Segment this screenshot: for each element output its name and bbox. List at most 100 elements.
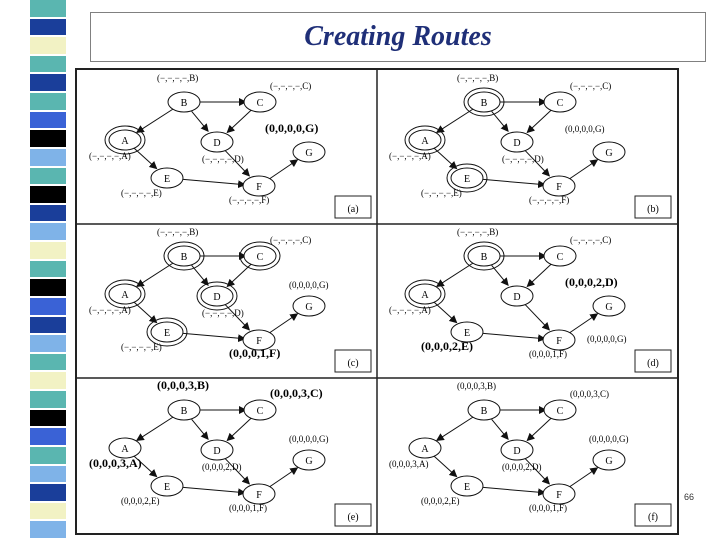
edge-E-F xyxy=(478,486,547,497)
node-G xyxy=(592,449,626,471)
route-label: (0,0,0,2,D) xyxy=(565,275,618,289)
route-label: (−,−,−,−,B) xyxy=(157,227,198,237)
node-A-outer-ring xyxy=(104,125,146,155)
node-B xyxy=(167,399,201,421)
title-box: Creating Routes xyxy=(90,12,706,62)
node-D-label: D xyxy=(213,446,220,457)
edge-E-F xyxy=(478,178,547,189)
route-label: (−,−,−,−,D) xyxy=(202,154,244,164)
strip-square xyxy=(30,391,66,408)
node-D-label: D xyxy=(513,446,520,457)
route-label: (−,−,−,−,A) xyxy=(389,151,431,161)
edge-B-D xyxy=(491,110,509,132)
panel-tag: (f) xyxy=(648,512,658,523)
route-label: (0,0,0,2,E) xyxy=(121,496,160,506)
node-F xyxy=(242,329,276,351)
routes-figure: A B C D E F G (−,−,−,−,B) (−,−,−,−,C) (0,0,0,0,G)… xyxy=(75,68,679,535)
node-F xyxy=(542,483,576,505)
node-C xyxy=(543,399,577,421)
route-label: (−,−,−,−,D) xyxy=(202,308,244,318)
node-C-label: C xyxy=(257,406,264,417)
route-label: (0,0,0,0,G) xyxy=(589,434,629,444)
strip-square xyxy=(30,167,66,185)
node-D xyxy=(500,285,534,307)
node-A xyxy=(408,437,442,459)
edge-C-D xyxy=(226,417,252,442)
node-F-label: F xyxy=(256,490,262,501)
strip-square xyxy=(30,111,66,129)
route-label: (0,0,0,1,F) xyxy=(529,349,567,359)
edge-D-F xyxy=(224,150,251,177)
strip-square xyxy=(30,502,66,520)
route-label: (−,−,−,−,C) xyxy=(270,235,311,245)
route-label: (−,−,−,−,D) xyxy=(502,154,544,164)
edge-B-A xyxy=(435,262,475,287)
strip-square xyxy=(30,0,66,17)
node-E xyxy=(450,321,484,343)
panel-tag-box xyxy=(334,195,372,219)
node-A xyxy=(108,437,142,459)
strip-square xyxy=(30,521,66,538)
edge-A-E xyxy=(133,455,158,478)
panel-tag: (b) xyxy=(647,204,659,215)
node-D xyxy=(200,439,234,461)
edge-C-D xyxy=(526,263,552,288)
edge-B-D xyxy=(191,110,209,132)
routes-diagram: A B C D E F G (−,−,−,−,B) (−,−,−,−,C) (0,0,0,0,G)… xyxy=(77,70,677,533)
node-B xyxy=(167,245,201,267)
edge-D-F xyxy=(224,304,251,331)
node-B-label: B xyxy=(481,406,488,417)
node-D-label: D xyxy=(213,138,220,149)
strip-square xyxy=(30,93,66,110)
route-label: (−,−,−,−,E) xyxy=(121,188,162,198)
route-label: (0,0,0,3,A) xyxy=(389,459,429,469)
node-A xyxy=(408,283,442,305)
node-B xyxy=(467,245,501,267)
node-G-label: G xyxy=(305,148,312,159)
route-label: (−,−,−,−,F) xyxy=(229,195,269,205)
route-label: (−,−,−,−,F) xyxy=(529,195,569,205)
edge-D-F xyxy=(524,304,551,331)
route-label: (−,−,−,−,A) xyxy=(389,305,431,315)
strip-square xyxy=(30,297,66,315)
panel-tag-box xyxy=(634,195,672,219)
edge-D-F xyxy=(524,458,551,485)
strip-square xyxy=(30,186,66,203)
route-label: (−,−,−,−,C) xyxy=(270,81,311,91)
route-label: (0,0,0,3,C) xyxy=(270,386,323,400)
node-B xyxy=(167,91,201,113)
edge-E-F xyxy=(178,486,247,497)
node-E-label: E xyxy=(464,328,470,339)
node-C-label: C xyxy=(557,98,564,109)
node-C-label: C xyxy=(557,252,564,263)
edge-B-D xyxy=(491,418,509,440)
node-B-label: B xyxy=(481,98,488,109)
node-B-label: B xyxy=(181,252,188,263)
edge-B-A xyxy=(435,416,475,441)
edge-E-F xyxy=(478,332,547,343)
node-E xyxy=(150,475,184,497)
node-G xyxy=(592,295,626,317)
node-D-label: D xyxy=(213,292,220,303)
edge-F-G xyxy=(568,467,599,488)
node-G xyxy=(592,141,626,163)
node-D xyxy=(500,131,534,153)
edge-B-A xyxy=(435,108,475,133)
route-label: (−,−,−,−,E) xyxy=(121,342,162,352)
node-E-label: E xyxy=(164,328,170,339)
strip-square xyxy=(30,223,66,241)
strip-square xyxy=(30,74,66,92)
node-A-label: A xyxy=(121,136,129,147)
node-C-outer-ring xyxy=(239,241,281,271)
node-B-outer-ring xyxy=(463,87,505,117)
node-D xyxy=(500,439,534,461)
node-G-label: G xyxy=(605,456,612,467)
strip-square xyxy=(30,465,66,483)
route-label: (0,0,0,3,C) xyxy=(570,389,609,399)
panel-tag-box xyxy=(634,349,672,373)
panel-tag-box xyxy=(334,503,372,527)
edge-C-D xyxy=(226,109,252,134)
strip-square xyxy=(30,55,66,73)
